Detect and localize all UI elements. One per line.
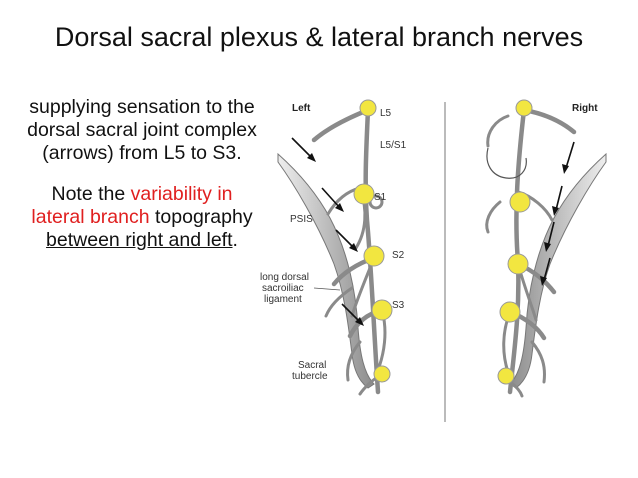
left-arrows bbox=[291, 137, 364, 326]
note-prefix: Note the bbox=[51, 183, 131, 205]
right-arrows bbox=[540, 141, 575, 286]
left-psis-bone bbox=[277, 152, 375, 389]
ligament-label-line2: sacroiliac bbox=[262, 283, 304, 294]
level-s2-label: S2 bbox=[392, 250, 405, 261]
level-l5-label: L5 bbox=[380, 108, 392, 119]
sacral-plexus-diagram: Left Right L5 L5/S1 S1 S2 S3 PSIS long d… bbox=[256, 92, 628, 428]
left-side-label: Left bbox=[292, 103, 311, 114]
right-side-label: Right bbox=[572, 103, 598, 114]
variability-highlight: variability in lateral branch bbox=[31, 183, 233, 228]
note-middle: topography bbox=[149, 206, 253, 228]
slide-title: Dorsal sacral plexus & lateral branch ne… bbox=[54, 22, 584, 52]
psis-label: PSIS bbox=[290, 214, 313, 225]
between-right-left-underlined: between right and left bbox=[46, 229, 233, 251]
ligament-label-line3: ligament bbox=[264, 294, 302, 305]
level-l5s1-label: L5/S1 bbox=[380, 140, 407, 151]
tubercle-label-line1: Sacral bbox=[298, 360, 326, 371]
level-s1-label: S1 bbox=[374, 192, 387, 203]
left-foramina bbox=[353, 99, 393, 383]
slide-body: supplying sensation to the dorsal sacral… bbox=[26, 96, 258, 270]
tubercle-label-line2: tubercle bbox=[292, 371, 328, 382]
right-foramina bbox=[497, 99, 533, 385]
paragraph-variability-note: Note the variability in lateral branch t… bbox=[26, 183, 258, 252]
level-s3-label: S3 bbox=[392, 300, 405, 311]
ligament-label-line1: long dorsal bbox=[260, 272, 309, 283]
note-suffix: . bbox=[232, 229, 238, 251]
ligament-leader-line bbox=[313, 287, 341, 291]
sacral-plexus-illustration: Left Right L5 L5/S1 S1 S2 S3 PSIS long d… bbox=[260, 99, 607, 422]
paragraph-supplying-sensation: supplying sensation to the dorsal sacral… bbox=[27, 96, 257, 164]
